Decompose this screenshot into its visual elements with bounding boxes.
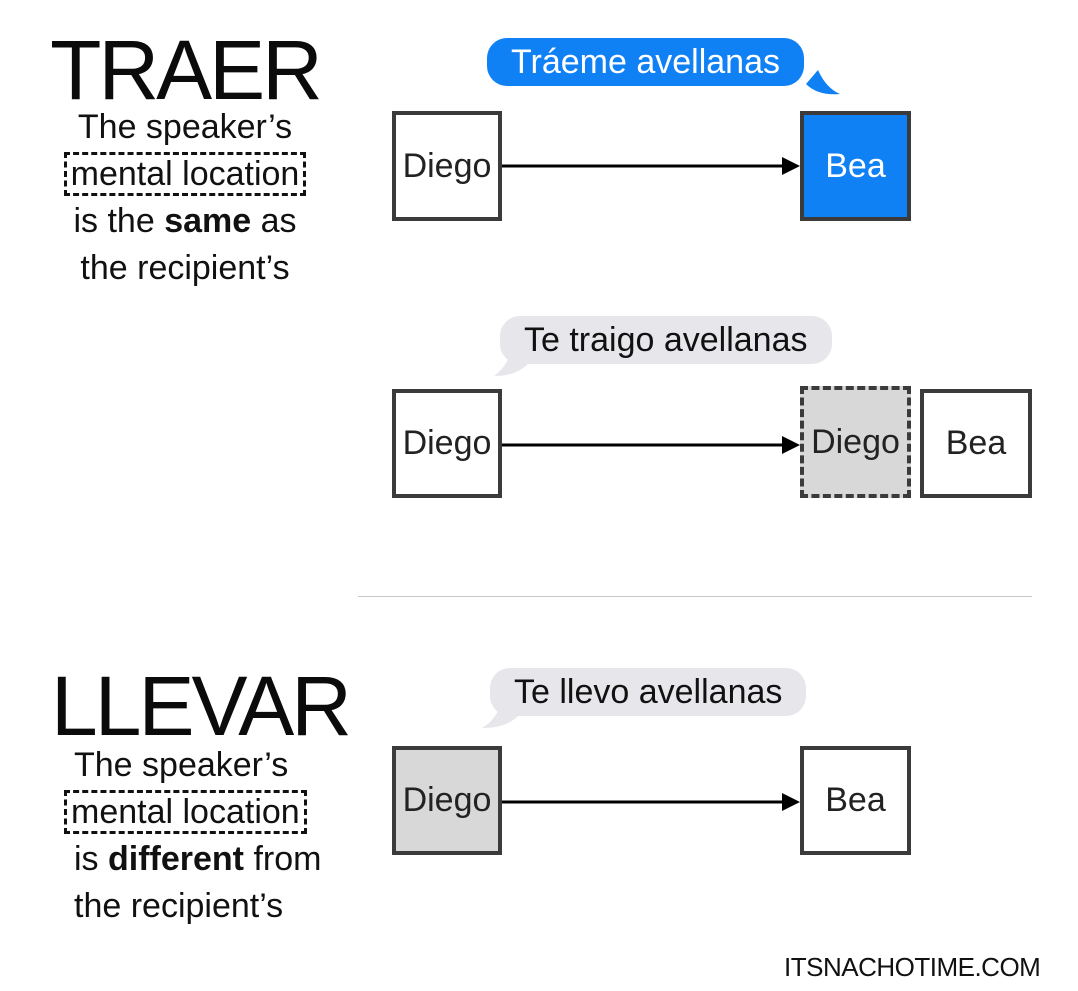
scene3-from-box: Diego [392, 746, 502, 855]
llevar-line-3: is different from [74, 840, 322, 878]
traer-mental-location: mental location [63, 152, 307, 196]
traer-line-4: the recipient’s [80, 249, 290, 287]
traer-line-3: is the same as [73, 202, 297, 240]
llevar-title: LLEVAR [51, 659, 352, 753]
llevar-description: The speaker’s mental location is differe… [50, 742, 360, 930]
arrow-3-head [782, 793, 800, 811]
llevar-line-4: the recipient’s [74, 887, 284, 925]
scene1-to-box: Bea [800, 111, 911, 221]
scene3-bubble: Te llevo avellanas [490, 668, 807, 716]
llevar-line-1: The speaker’s [74, 746, 289, 784]
traer-same-word: same [164, 202, 252, 240]
section-divider [358, 596, 1032, 597]
scene2-bubble: Te traigo avellanas [500, 316, 832, 364]
arrow-2-head [782, 436, 800, 454]
scene3-to-box: Bea [800, 746, 911, 855]
scene2-from-box: Diego [392, 389, 502, 498]
traer-title: TRAER [50, 23, 323, 117]
traer-line-1: The speaker’s [77, 108, 293, 146]
arrow-1-head [782, 157, 800, 175]
scene2-dashed-box: Diego [800, 386, 911, 498]
llevar-mental-location: mental location [64, 790, 307, 834]
watermark: ITSNACHOTIME.COM [784, 952, 1041, 982]
llevar-different-word: different [108, 840, 244, 878]
traer-description: The speaker’s mental location is the sam… [30, 104, 340, 292]
scene1-bubble: Tráeme avellanas [487, 38, 804, 86]
bubble-tail-1 [806, 70, 840, 95]
scene1-from-box: Diego [392, 111, 502, 221]
scene2-recipient-box: Bea [920, 389, 1032, 498]
